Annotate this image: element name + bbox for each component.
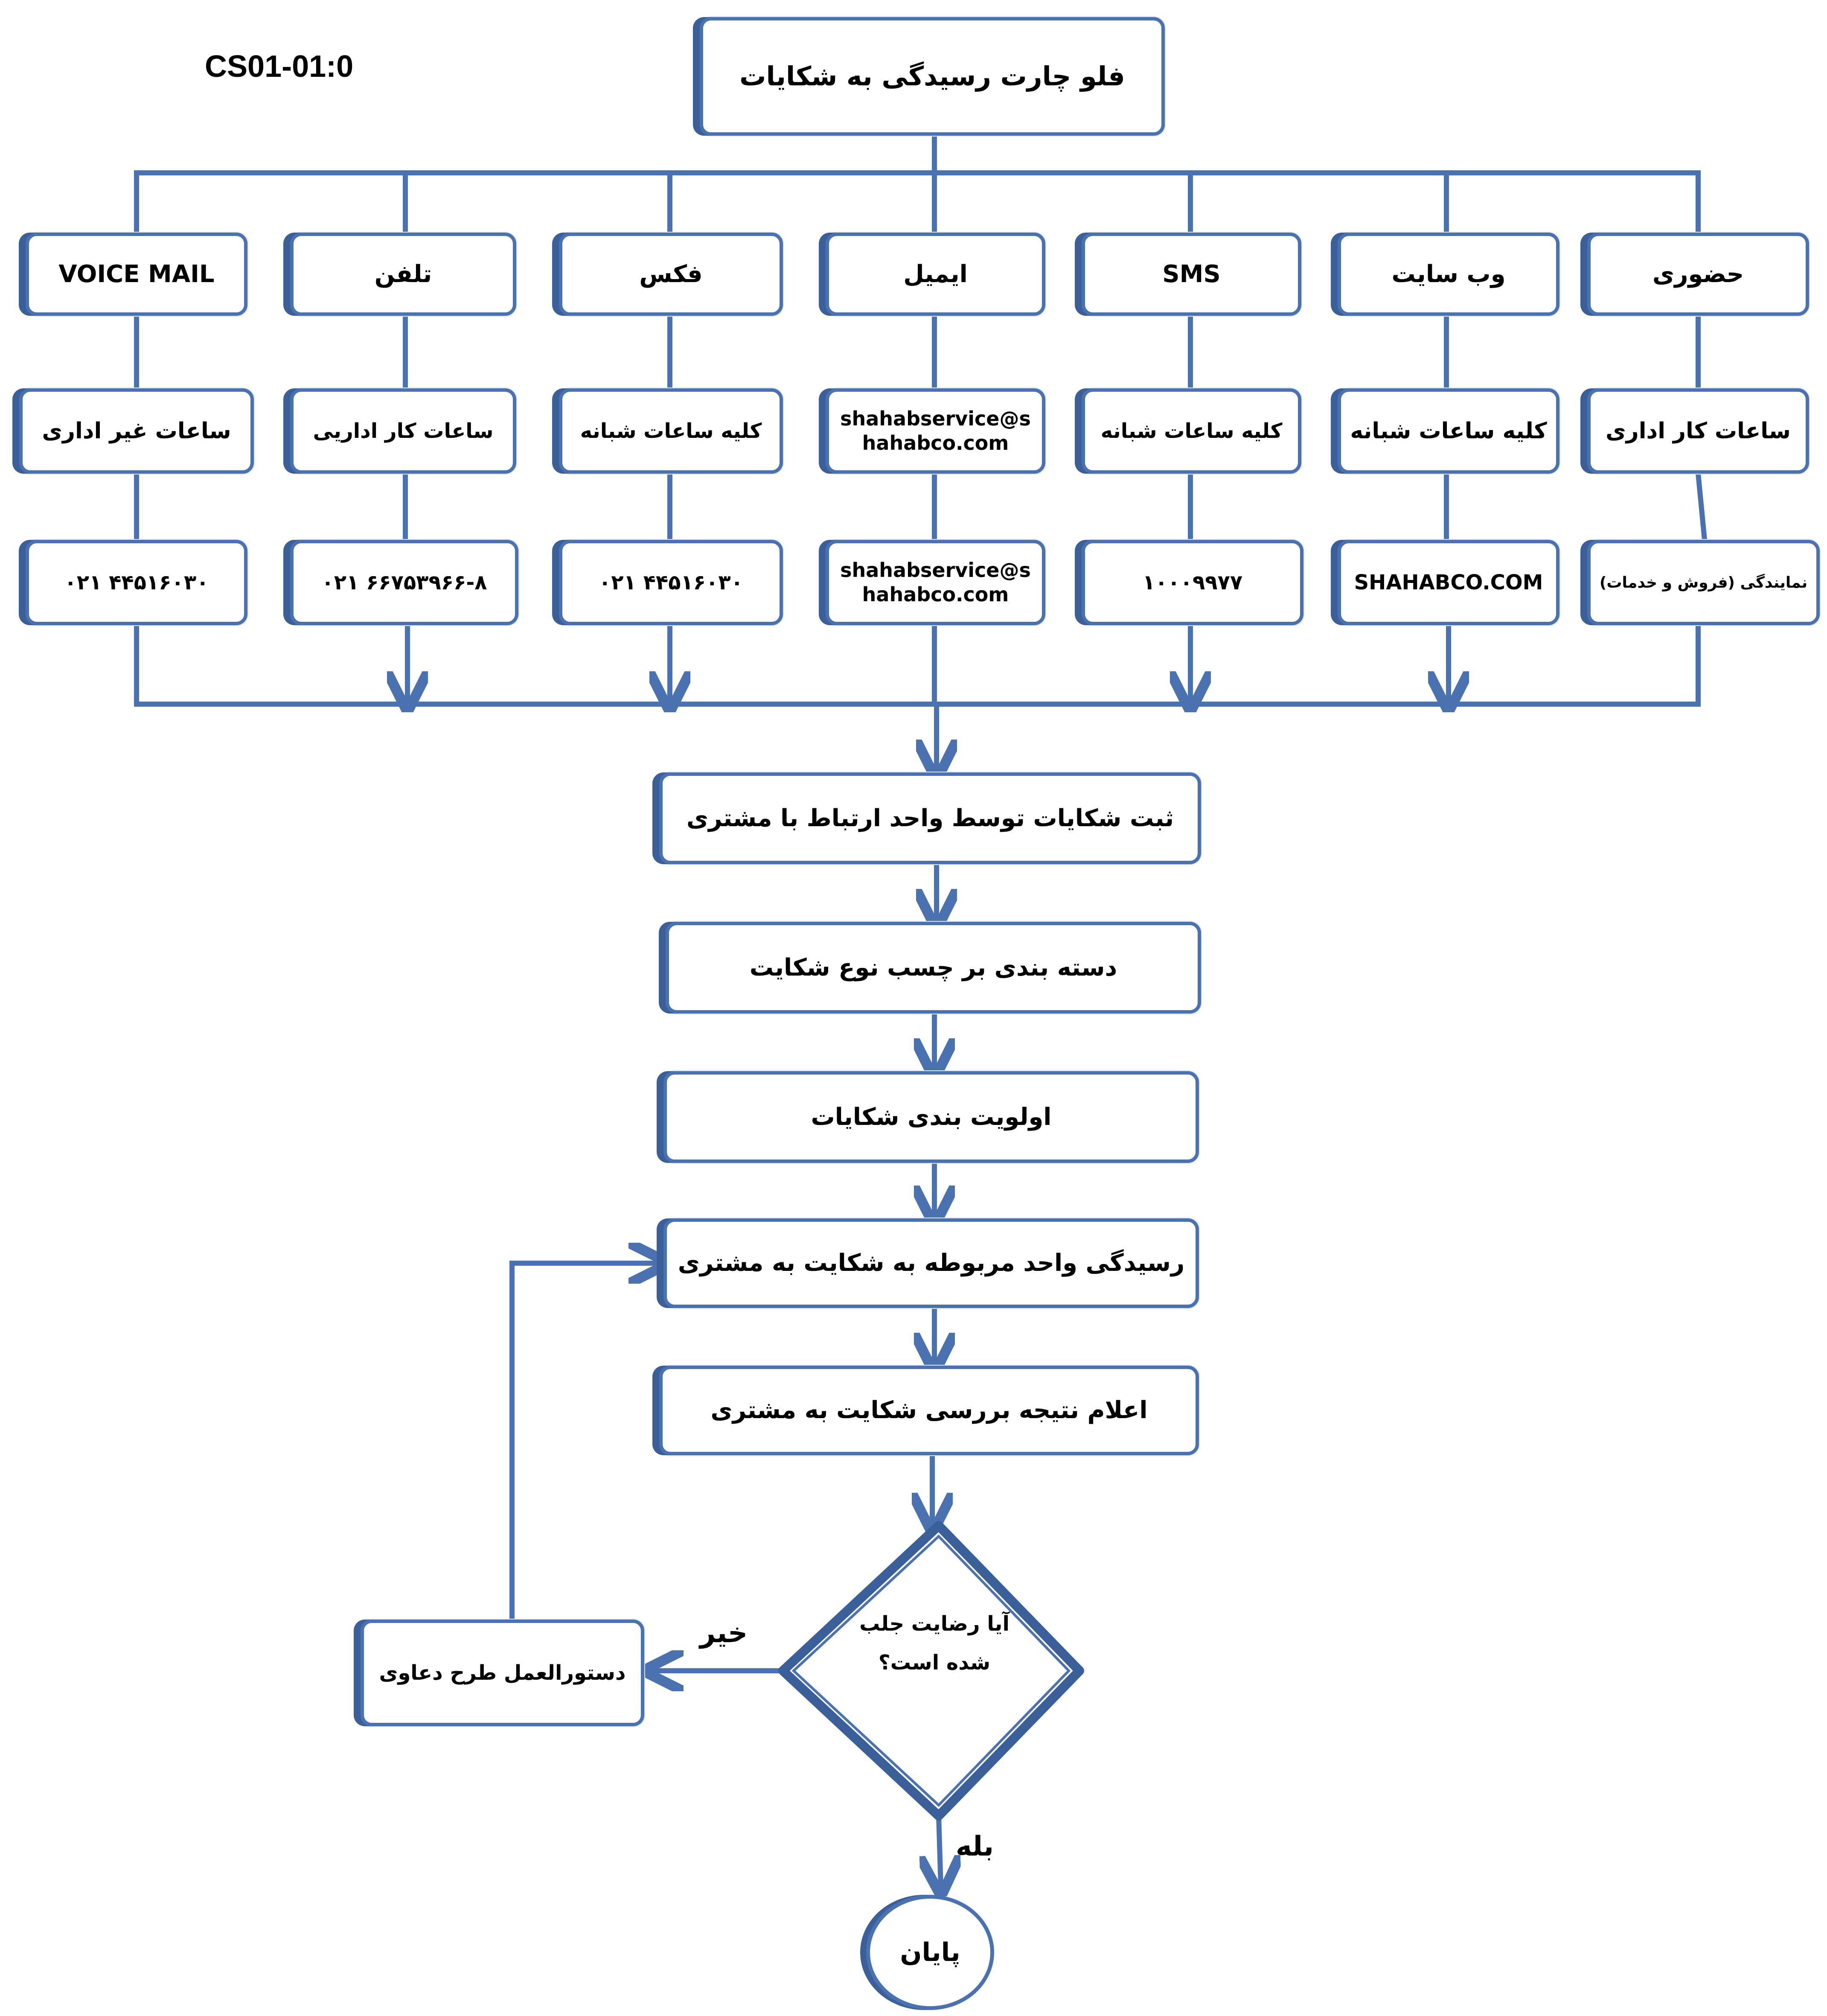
channel-fax-label: فکس [639,260,703,288]
document-code: CS01-01:0 [205,50,354,84]
channel-phone: تلفن [290,233,516,316]
contact-phone-number: ۰۲۱ ۶۶۷۵۳۹۶۶-۸ [321,571,487,594]
email-address-text[interactable]: shahabservice@shahabco.com [840,407,1031,455]
channel-website: وب سایت [1338,233,1559,316]
hours-website-text: کلیه ساعات شبانه [1350,418,1547,444]
contact-sms: ۱۰۰۰۹۹۷۷ [1082,540,1303,625]
step-categorize-text: دسته بندی بر چسب نوع شکایت [749,953,1117,982]
channel-in-person: حضوری [1587,233,1809,316]
flowchart-title-text: فلو چارت رسیدگی به شکایات [739,61,1125,92]
contact-voicemail-number: ۰۲۱ ۴۴۵۱۶۰۳۰ [64,571,209,594]
contact-website: SHAHABCO.COM [1338,540,1559,625]
step-prioritize: اولویت بندی شکایات [663,1071,1199,1163]
step-handle-text: رسیدگی واحد مربوطه به شکایت به مشتری [678,1249,1185,1277]
end-terminal: پایان [866,1895,994,2010]
end-terminal-text: پایان [900,1937,960,1967]
channel-voicemail: VOICE MAIL [26,233,247,316]
hours-sms: کلیه ساعات شبانه [1082,388,1301,474]
lawsuit-procedure-box: دستورالعمل طرح دعاوی [361,1620,644,1726]
contact-email: shahabservice@shahabco.com [826,540,1045,625]
step-register-text: ثبت شکایات توسط واحد ارتباط با مشتری [686,804,1174,832]
hours-website: کلیه ساعات شبانه [1338,388,1559,474]
channel-email: ایمیل [826,233,1045,316]
step-register: ثبت شکایات توسط واحد ارتباط با مشتری [659,772,1201,864]
decision-yes-label: بله [956,1831,994,1862]
channel-fax: فکس [559,233,783,316]
hours-in-person: ساعات کار اداری [1587,388,1809,474]
hours-fax-text: کلیه ساعات شبانه [580,419,762,443]
decision-no-label: خیر [700,1617,748,1649]
contact-email-address[interactable]: shahabservice@shahabco.com [840,558,1031,606]
hours-voicemail-text: ساعات غیر اداری [42,418,231,444]
contact-sms-number: ۱۰۰۰۹۹۷۷ [1142,571,1243,594]
channel-email-label: ایمیل [903,260,968,288]
hours-voicemail: ساعات غیر اداری [19,388,254,474]
contact-fax: ۰۲۱ ۴۴۵۱۶۰۳۰ [559,540,783,625]
step-prioritize-text: اولویت بندی شکایات [811,1103,1052,1131]
decision-question: آیا رضایت جلب شده است؟ [859,1612,1010,1675]
step-categorize: دسته بندی بر چسب نوع شکایت [666,922,1201,1014]
contact-in-person: نمایندگی (فروش و خدمات) [1587,540,1820,625]
channel-website-label: وب سایت [1391,260,1506,288]
flowchart-title: فلو چارت رسیدگی به شکایات [700,17,1165,136]
channel-sms-label: SMS [1162,260,1221,288]
hours-phone-text: ساعات کار اداریی [313,419,494,443]
lawsuit-procedure-text: دستورالعمل طرح دعاوی [379,1661,626,1685]
step-announce-text: اعلام نتیجه بررسی شکایت به مشتری [710,1396,1148,1424]
email-address-box: shahabservice@shahabco.com [826,388,1045,474]
channel-phone-label: تلفن [374,260,432,288]
hours-phone: ساعات کار اداریی [290,388,516,474]
contact-phone: ۰۲۱ ۶۶۷۵۳۹۶۶-۸ [290,540,518,625]
contact-voicemail: ۰۲۱ ۴۴۵۱۶۰۳۰ [26,540,247,625]
hours-sms-text: کلیه ساعات شبانه [1100,419,1283,443]
hours-in-person-text: ساعات کار اداری [1606,418,1791,444]
channel-in-person-label: حضوری [1652,260,1744,288]
channel-sms: SMS [1082,233,1301,316]
step-handle: رسیدگی واحد مربوطه به شکایت به مشتری [663,1218,1199,1308]
contact-fax-number: ۰۲۱ ۴۴۵۱۶۰۳۰ [599,571,743,594]
contact-website-url[interactable]: SHAHABCO.COM [1354,571,1543,594]
hours-fax: کلیه ساعات شبانه [559,388,783,474]
step-announce: اعلام نتیجه بررسی شکایت به مشتری [659,1366,1199,1455]
channel-voicemail-label: VOICE MAIL [58,260,215,288]
contact-in-person-text: نمایندگی (فروش و خدمات) [1599,574,1808,591]
